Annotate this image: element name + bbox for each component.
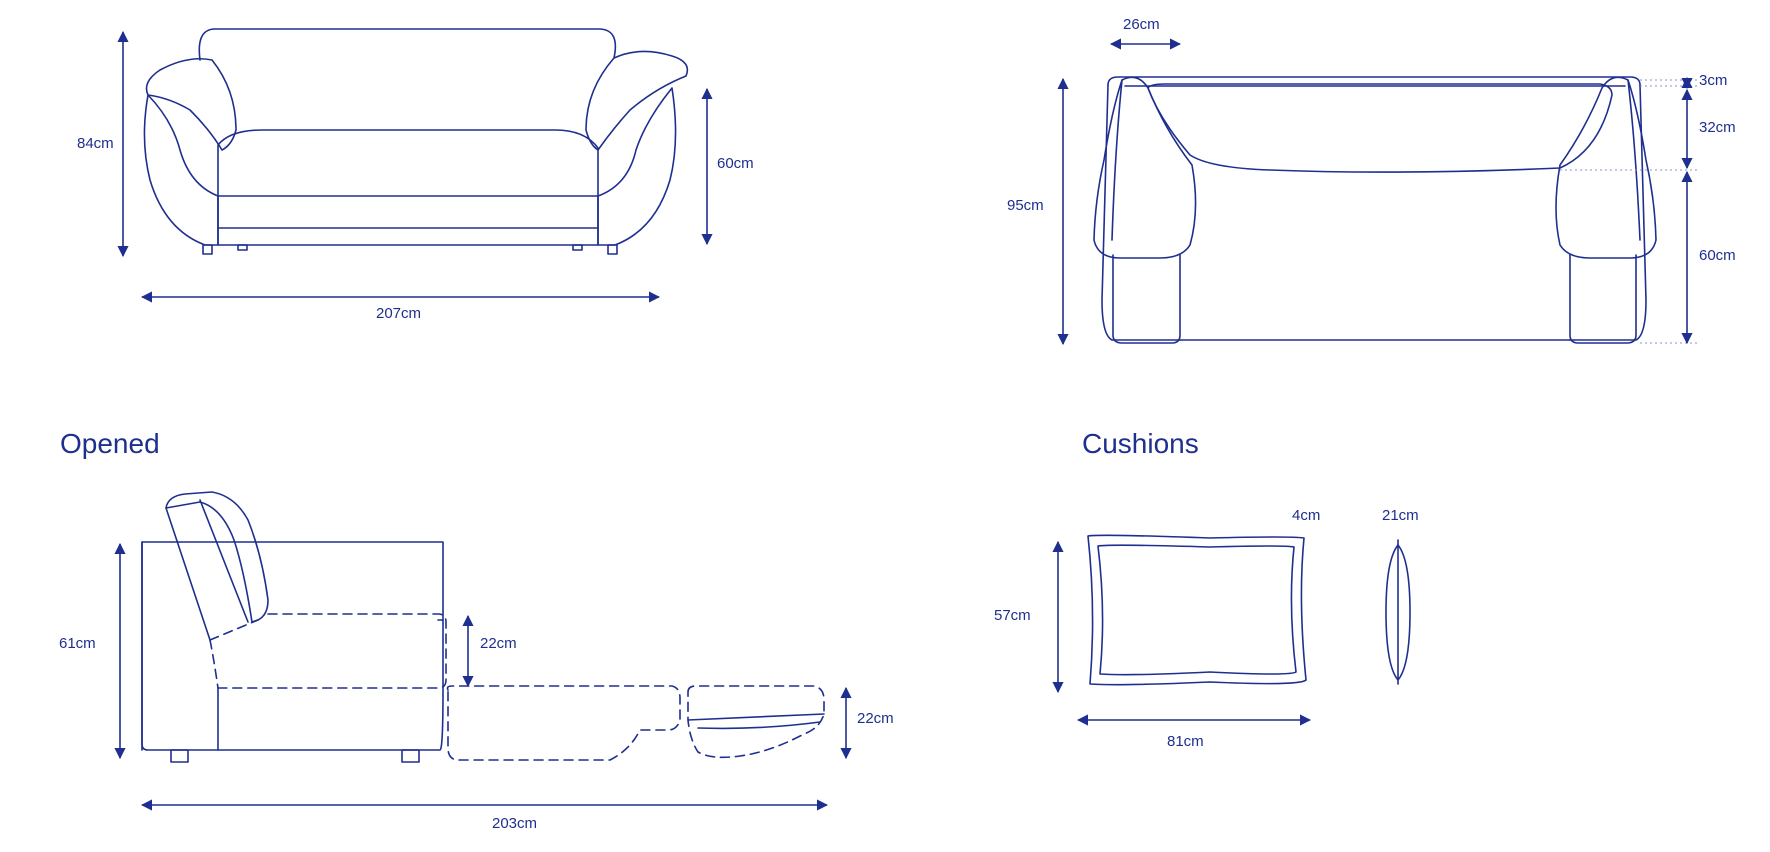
top-backrest-label: 32cm — [1699, 119, 1736, 136]
cushion-border-label: 4cm — [1292, 507, 1320, 524]
cushion-width-label: 81cm — [1167, 733, 1204, 750]
cushion-height-label: 57cm — [994, 607, 1031, 624]
opened-height-label: 61cm — [59, 635, 96, 652]
cushions-heading: Cushions — [1082, 428, 1199, 459]
top-view-sofa — [1093, 76, 1657, 344]
cushion-thickness-label: 21cm — [1382, 507, 1419, 524]
opened-extension-height-label: 22cm — [857, 710, 894, 727]
opened-length-label: 203cm — [492, 815, 537, 832]
opened-view-sofa — [141, 491, 825, 763]
cushion-front — [1087, 534, 1307, 686]
cushion-side — [1385, 539, 1411, 685]
opened-heading: Opened — [60, 428, 160, 459]
front-view-sofa — [143, 28, 689, 255]
top-lip-label: 3cm — [1699, 72, 1727, 89]
front-seat-height-label: 60cm — [717, 155, 754, 172]
front-width-label: 207cm — [376, 305, 421, 322]
opened-cushion-height-label: 22cm — [480, 635, 517, 652]
top-depth-label: 95cm — [1007, 197, 1044, 214]
top-seat-label: 60cm — [1699, 247, 1736, 264]
front-height-label: 84cm — [77, 135, 114, 152]
top-arm-width-label: 26cm — [1123, 16, 1160, 33]
